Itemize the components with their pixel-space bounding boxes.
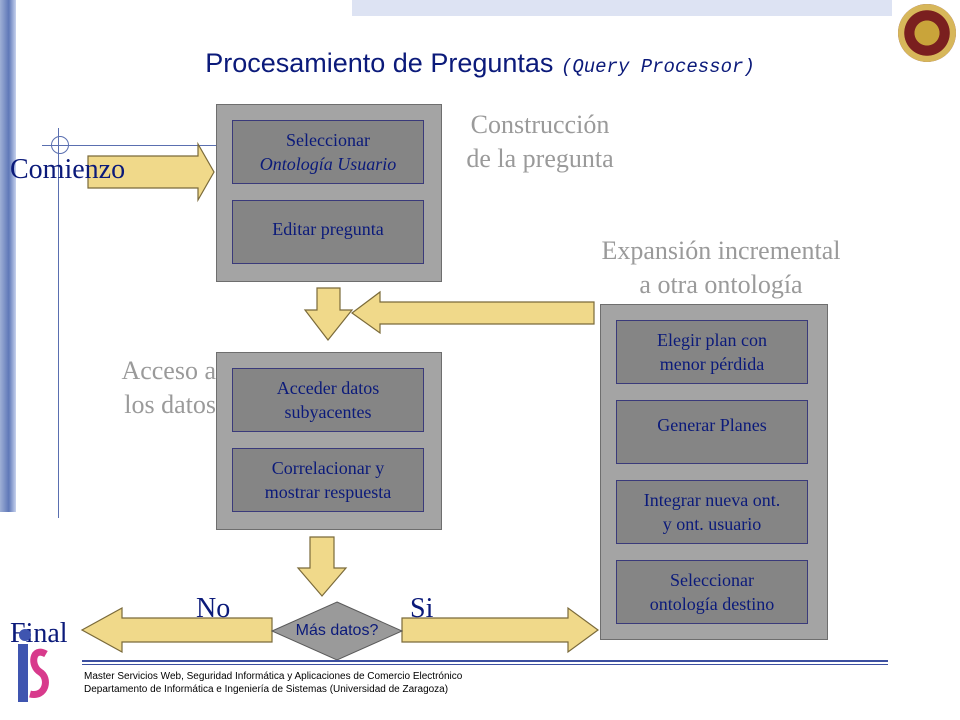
is-logo-icon bbox=[18, 629, 49, 702]
guide-line-horizontal bbox=[42, 145, 220, 146]
heading-expansion-line1: Expansión incremental bbox=[601, 236, 841, 265]
box-select-ontology: Seleccionar Ontología Usuario bbox=[232, 120, 424, 184]
footer-rule bbox=[82, 660, 888, 662]
box-access-data-line2: subyacentes bbox=[284, 402, 372, 422]
box-choose-plan-line2: menor pérdida bbox=[659, 354, 765, 374]
box-generate-plans: Generar Planes bbox=[616, 400, 808, 464]
label-no: No bbox=[196, 593, 231, 624]
guide-line-vertical bbox=[58, 128, 59, 518]
arrow-down-2 bbox=[296, 536, 348, 597]
box-choose-plan-line1: Elegir plan con bbox=[657, 330, 767, 350]
box-choose-plan: Elegir plan con menor pérdida bbox=[616, 320, 808, 384]
box-correlate-line2: mostrar respuesta bbox=[264, 482, 392, 502]
box-generate-plans-label: Generar Planes bbox=[657, 415, 767, 435]
footer-line1: Master Servicios Web, Seguridad Informát… bbox=[84, 671, 463, 682]
title-sub: (Query Processor) bbox=[560, 56, 755, 78]
arrow-down-1 bbox=[303, 287, 354, 341]
arrow-start bbox=[87, 141, 215, 203]
heading-access-line2: los datos bbox=[124, 390, 216, 419]
box-integrate-line1: Integrar nueva ont. bbox=[643, 490, 781, 510]
box-select-ontology-line1: Seleccionar bbox=[286, 130, 370, 150]
decision-label: Más datos? bbox=[295, 622, 379, 639]
top-accent-bar bbox=[352, 0, 892, 16]
box-edit-query: Editar pregunta bbox=[232, 200, 424, 264]
heading-expansion-line2: a otra ontología bbox=[639, 270, 803, 299]
heading-construction-line1: Construcción bbox=[470, 110, 610, 139]
box-integrate-line2: y ont. usuario bbox=[662, 514, 762, 534]
box-access-data-line1: Acceder datos bbox=[276, 378, 380, 398]
arrow-si bbox=[401, 606, 600, 654]
label-si: Si bbox=[410, 593, 434, 624]
box-correlate-line1: Correlacionar y bbox=[271, 458, 385, 478]
label-start: Comienzo bbox=[10, 154, 126, 185]
title-main: Procesamiento de Preguntas bbox=[205, 48, 554, 78]
heading-expansion: Expansión incremental a otra ontología bbox=[556, 234, 886, 302]
arrow-expansion-left bbox=[350, 290, 595, 335]
box-select-target: Seleccionar ontología destino bbox=[616, 560, 808, 624]
heading-access: Acceso a los datos bbox=[76, 354, 216, 422]
box-select-target-line2: ontología destino bbox=[649, 594, 775, 614]
guide-circle bbox=[51, 136, 69, 154]
footer-rule-thin bbox=[82, 664, 888, 665]
left-accent-bar bbox=[0, 0, 16, 512]
box-select-ontology-line2: Ontología Usuario bbox=[259, 154, 397, 174]
box-edit-query-label: Editar pregunta bbox=[272, 219, 384, 239]
box-integrate: Integrar nueva ont. y ont. usuario bbox=[616, 480, 808, 544]
heading-construction-line2: de la pregunta bbox=[466, 144, 614, 173]
arrow-final bbox=[80, 606, 273, 654]
heading-access-line1: Acceso a bbox=[121, 356, 216, 385]
box-access-data: Acceder datos subyacentes bbox=[232, 368, 424, 432]
university-seal-icon bbox=[898, 4, 956, 62]
footer-line2: Departamento de Informática e Ingeniería… bbox=[84, 684, 449, 695]
box-select-target-line1: Seleccionar bbox=[670, 570, 754, 590]
heading-construction: Construcción de la pregunta bbox=[440, 108, 640, 176]
box-correlate: Correlacionar y mostrar respuesta bbox=[232, 448, 424, 512]
page-title: Procesamiento de Preguntas (Query Proces… bbox=[0, 48, 960, 79]
